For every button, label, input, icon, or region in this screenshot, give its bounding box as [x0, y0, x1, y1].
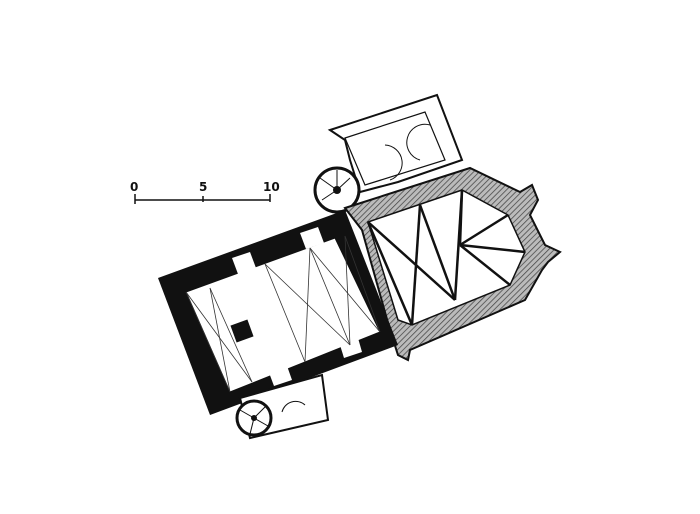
scale-label-5: 5 — [199, 180, 208, 194]
chancel — [343, 166, 562, 362]
scale-label-10: 10 — [263, 180, 280, 194]
chancel-vault-ribs — [366, 189, 526, 326]
nave-vault-lines — [185, 235, 381, 393]
stair-turret-bottom — [235, 373, 330, 440]
nave — [158, 210, 398, 415]
scale-bar — [134, 194, 271, 204]
sacristy — [327, 93, 464, 194]
stair-turret-top — [313, 166, 361, 214]
pillar — [230, 319, 254, 343]
scale-label-0: 0 — [130, 180, 139, 194]
window-openings — [232, 227, 362, 386]
